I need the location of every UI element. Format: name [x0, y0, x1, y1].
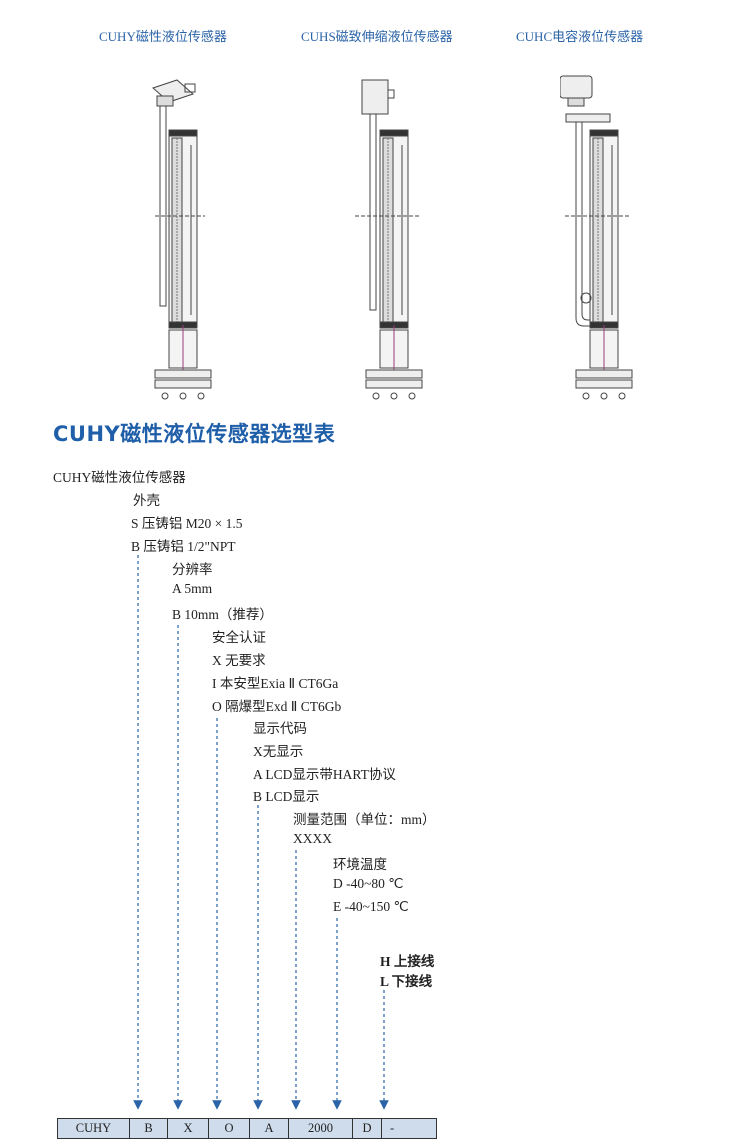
cuhs-drawing [355, 79, 423, 400]
range-option: XXXX [293, 831, 332, 846]
caption-cuhc: CUHC电容液位传感器 [516, 29, 644, 44]
model-name: CUHY磁性液位传感器 [53, 470, 186, 485]
housing-heading: 外壳 [133, 493, 160, 508]
code-cell-certification: O [209, 1119, 250, 1138]
resolution-heading: 分辨率 [172, 562, 213, 577]
code-cell-display: A [250, 1119, 289, 1138]
code-cell-range: 2000 [289, 1119, 353, 1138]
code-cell-temperature: D [353, 1119, 382, 1138]
housing-option-b: B 压铸铝 1/2"NPT [131, 539, 236, 554]
display-option-b: B LCD显示 [253, 789, 320, 804]
housing-option-s: S 压铸铝 M20 × 1.5 [131, 516, 243, 531]
connection-option-l: L 下接线 [380, 974, 433, 989]
code-cell-connection: - [382, 1119, 436, 1138]
cuhy-drawing [152, 79, 212, 400]
display-heading: 显示代码 [253, 721, 307, 736]
certification-option-x: X 无要求 [212, 653, 266, 668]
connection-option-h: H 上接线 [380, 954, 435, 969]
caption-cuhy: CUHY磁性液位传感器 [99, 29, 227, 44]
code-cell-resolution: X [168, 1119, 209, 1138]
code-cell-model: CUHY [58, 1119, 130, 1138]
section-title: CUHY磁性液位传感器选型表 [53, 422, 336, 446]
display-option-a: A LCD显示带HART协议 [253, 767, 396, 782]
code-cell-housing: B [130, 1119, 168, 1138]
display-option-x: X无显示 [253, 744, 304, 759]
temperature-heading: 环境温度 [333, 857, 387, 872]
temperature-option-d: D -40~80 ℃ [333, 876, 404, 891]
range-heading: 测量范围（单位：mm） [293, 812, 436, 827]
cuhc-drawing [560, 75, 633, 400]
example-code-table: CUHY B X O A 2000 D - [57, 1118, 437, 1139]
certification-option-o: O 隔爆型Exd Ⅱ CT6Gb [212, 699, 342, 714]
temperature-option-e: E -40~150 ℃ [333, 899, 409, 914]
certification-option-i: I 本安型Exia Ⅱ CT6Ga [212, 676, 339, 691]
certification-heading: 安全认证 [212, 630, 266, 645]
caption-cuhs: CUHS磁致伸缩液位传感器 [301, 29, 453, 44]
resolution-option-a: A 5mm [172, 581, 213, 596]
resolution-option-b: B 10mm（推荐） [172, 607, 273, 622]
